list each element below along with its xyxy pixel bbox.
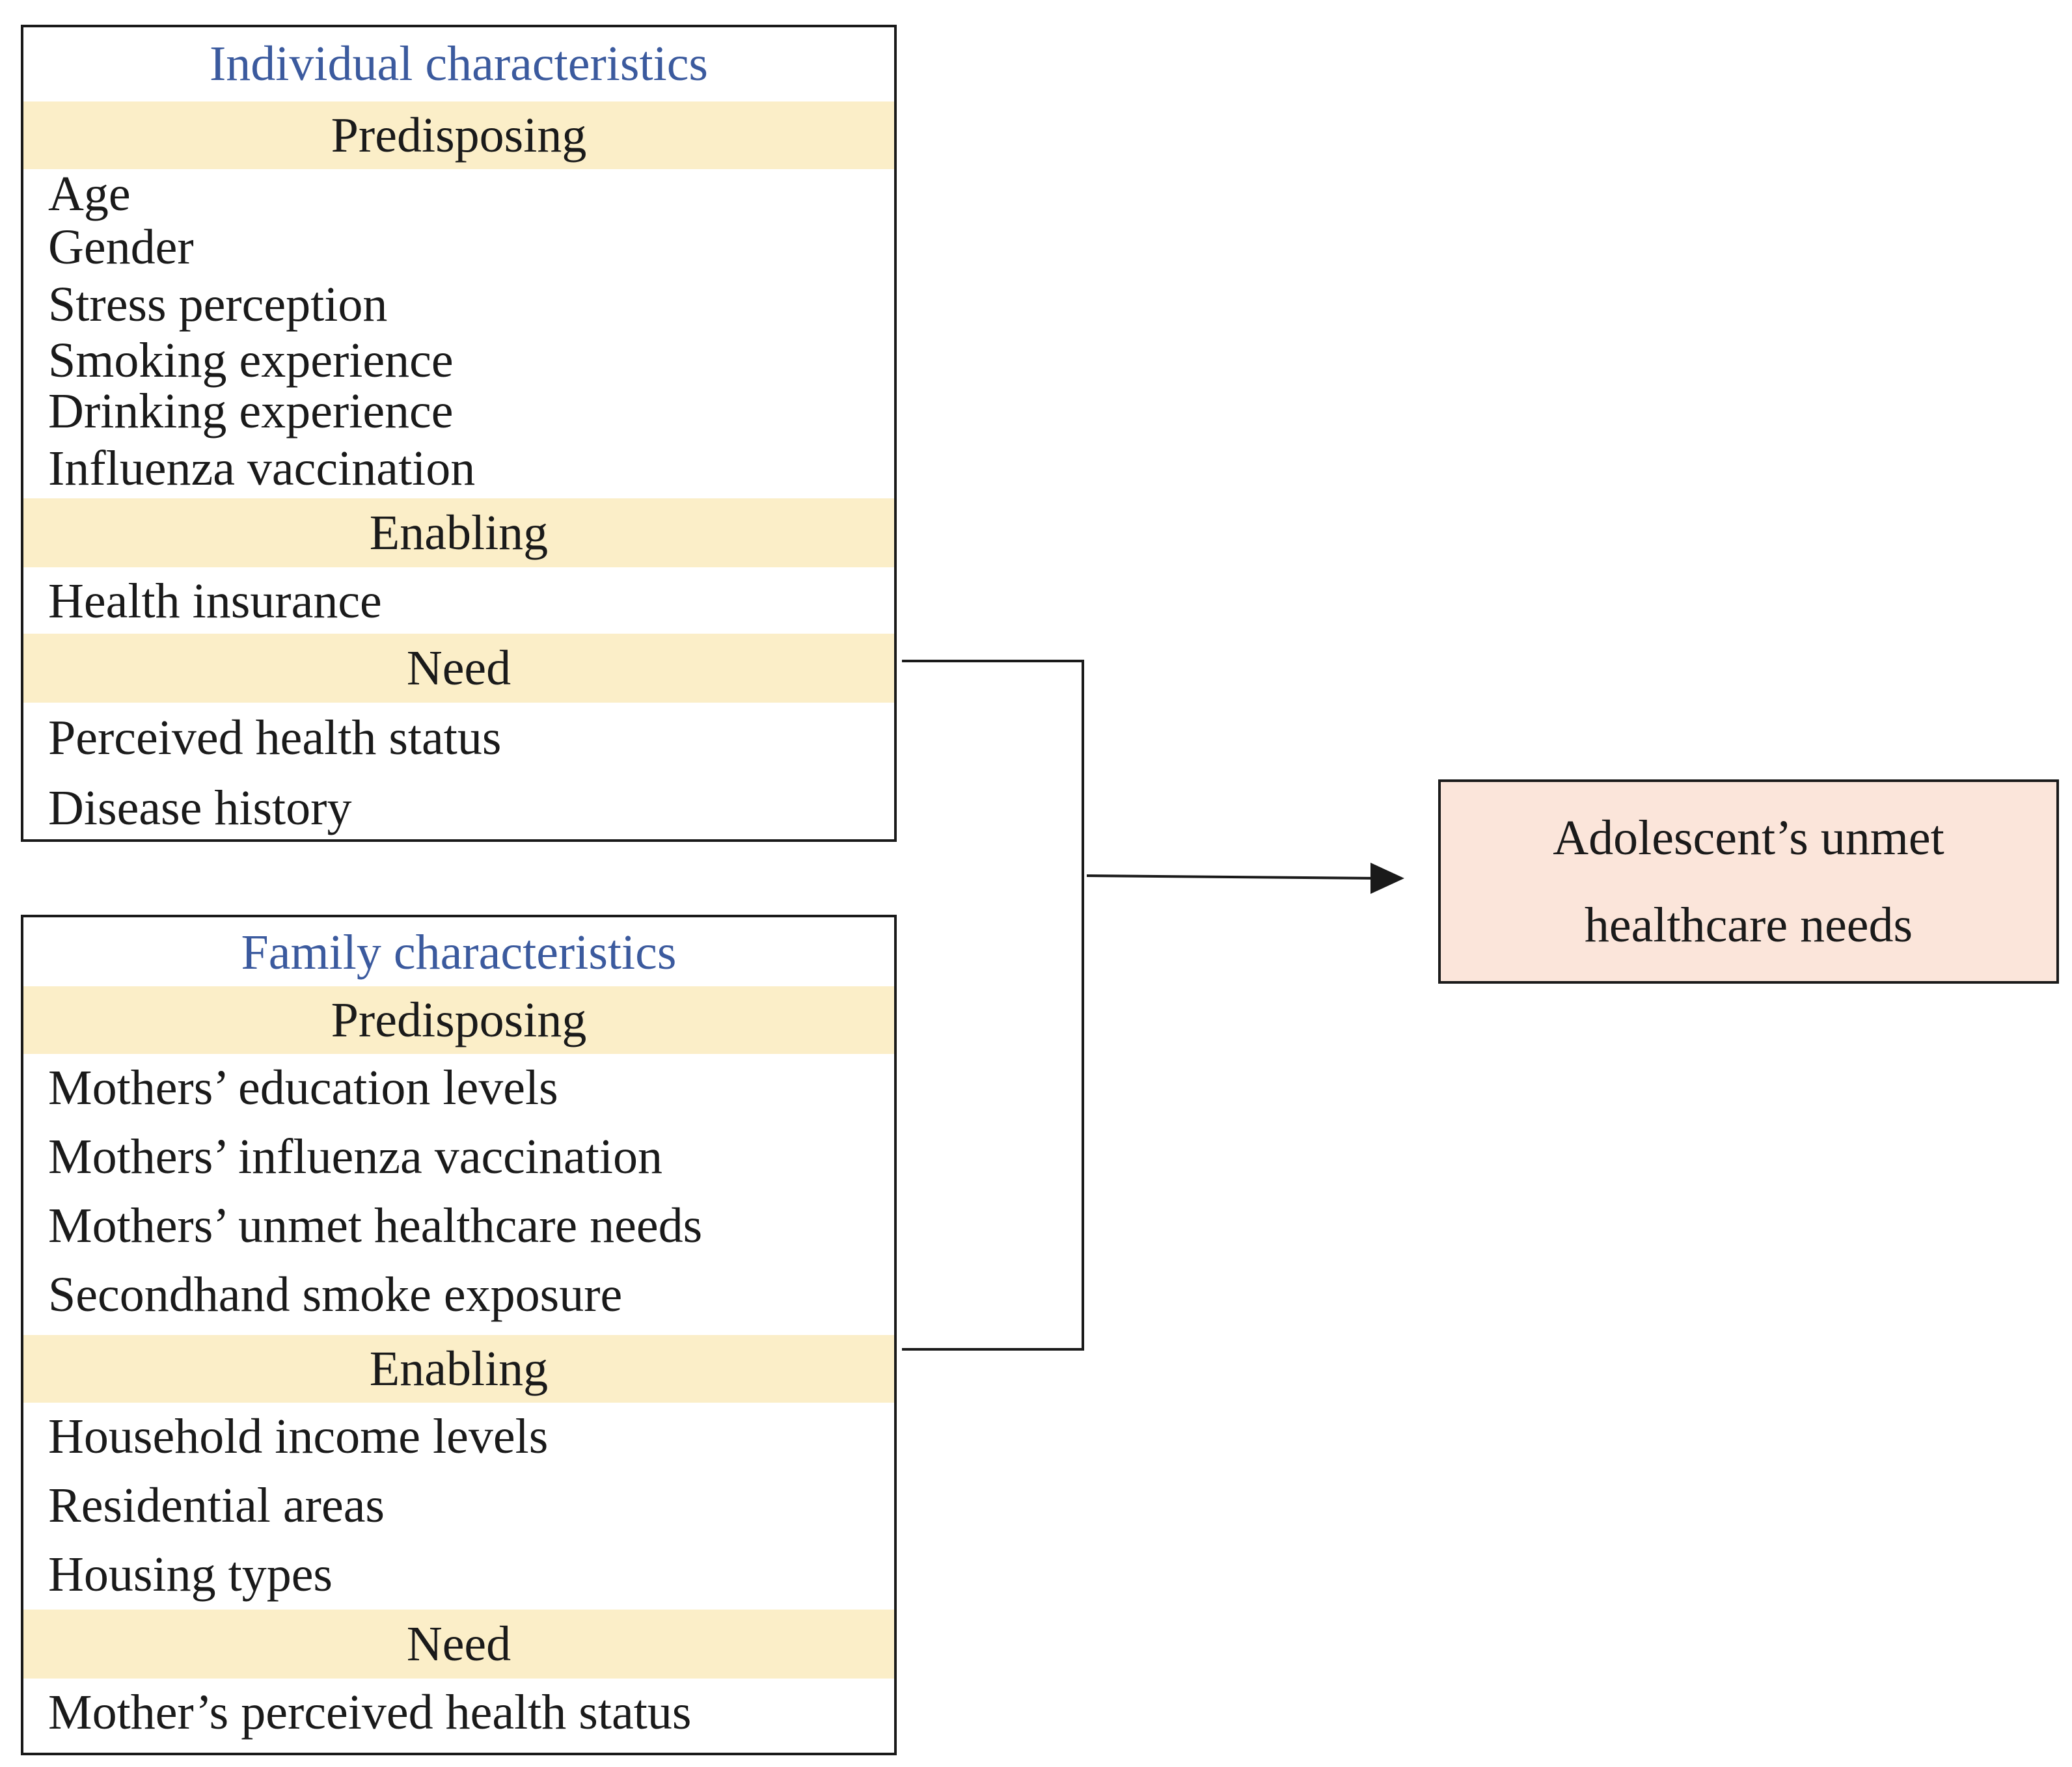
outcome-box: Adolescent’s unmet healthcare needs	[1438, 779, 2059, 984]
family-predisposing-header: Predisposing	[23, 986, 894, 1054]
individual-title: Individual characteristics	[209, 36, 708, 91]
individual-item-health-insurance: Health insurance	[48, 574, 382, 628]
family-need-header: Need	[23, 1610, 894, 1679]
individual-item-drinking-experience: Drinking experience	[48, 384, 454, 438]
individual-item-age: Age	[48, 167, 131, 221]
individual-predisposing-header: Predisposing	[23, 101, 894, 169]
individual-item-perceived-health-status: Perceived health status	[48, 710, 502, 765]
bracket-connector	[902, 660, 1084, 1351]
family-item-mothers-unmet-healthcare-needs: Mothers’ unmet healthcare needs	[48, 1198, 703, 1253]
family-item-mothers-perceived-health-status: Mother’s perceived health status	[48, 1685, 692, 1740]
family-enabling-header: Enabling	[23, 1335, 894, 1403]
family-item-residential-areas: Residential areas	[48, 1478, 385, 1533]
individual-item-stress-perception: Stress perception	[48, 277, 388, 332]
outcome-line-1: Adolescent’s unmet	[1553, 811, 1944, 865]
individual-enabling-header: Enabling	[23, 498, 894, 567]
family-item-secondhand-smoke-exposure: Secondhand smoke exposure	[48, 1267, 623, 1322]
individual-item-influenza-vaccination: Influenza vaccination	[48, 441, 476, 496]
family-item-household-income-levels: Household income levels	[48, 1409, 549, 1464]
arrow-head	[1370, 863, 1404, 894]
outcome-line-2: healthcare needs	[1584, 898, 1913, 952]
family-item-mothers-influenza-vaccination: Mothers’ influenza vaccination	[48, 1129, 662, 1184]
family-characteristics-box: Family characteristics Predisposing Moth…	[21, 915, 897, 1755]
family-item-mothers-education-levels: Mothers’ education levels	[48, 1060, 558, 1115]
family-item-housing-types: Housing types	[48, 1547, 333, 1602]
family-title: Family characteristics	[241, 925, 677, 980]
arrow-line	[1086, 874, 1378, 880]
individual-item-disease-history: Disease history	[48, 781, 352, 835]
individual-item-gender: Gender	[48, 220, 194, 275]
individual-item-smoking-experience: Smoking experience	[48, 333, 454, 388]
individual-characteristics-box: Individual characteristics Predisposing …	[21, 25, 897, 842]
individual-need-header: Need	[23, 634, 894, 703]
